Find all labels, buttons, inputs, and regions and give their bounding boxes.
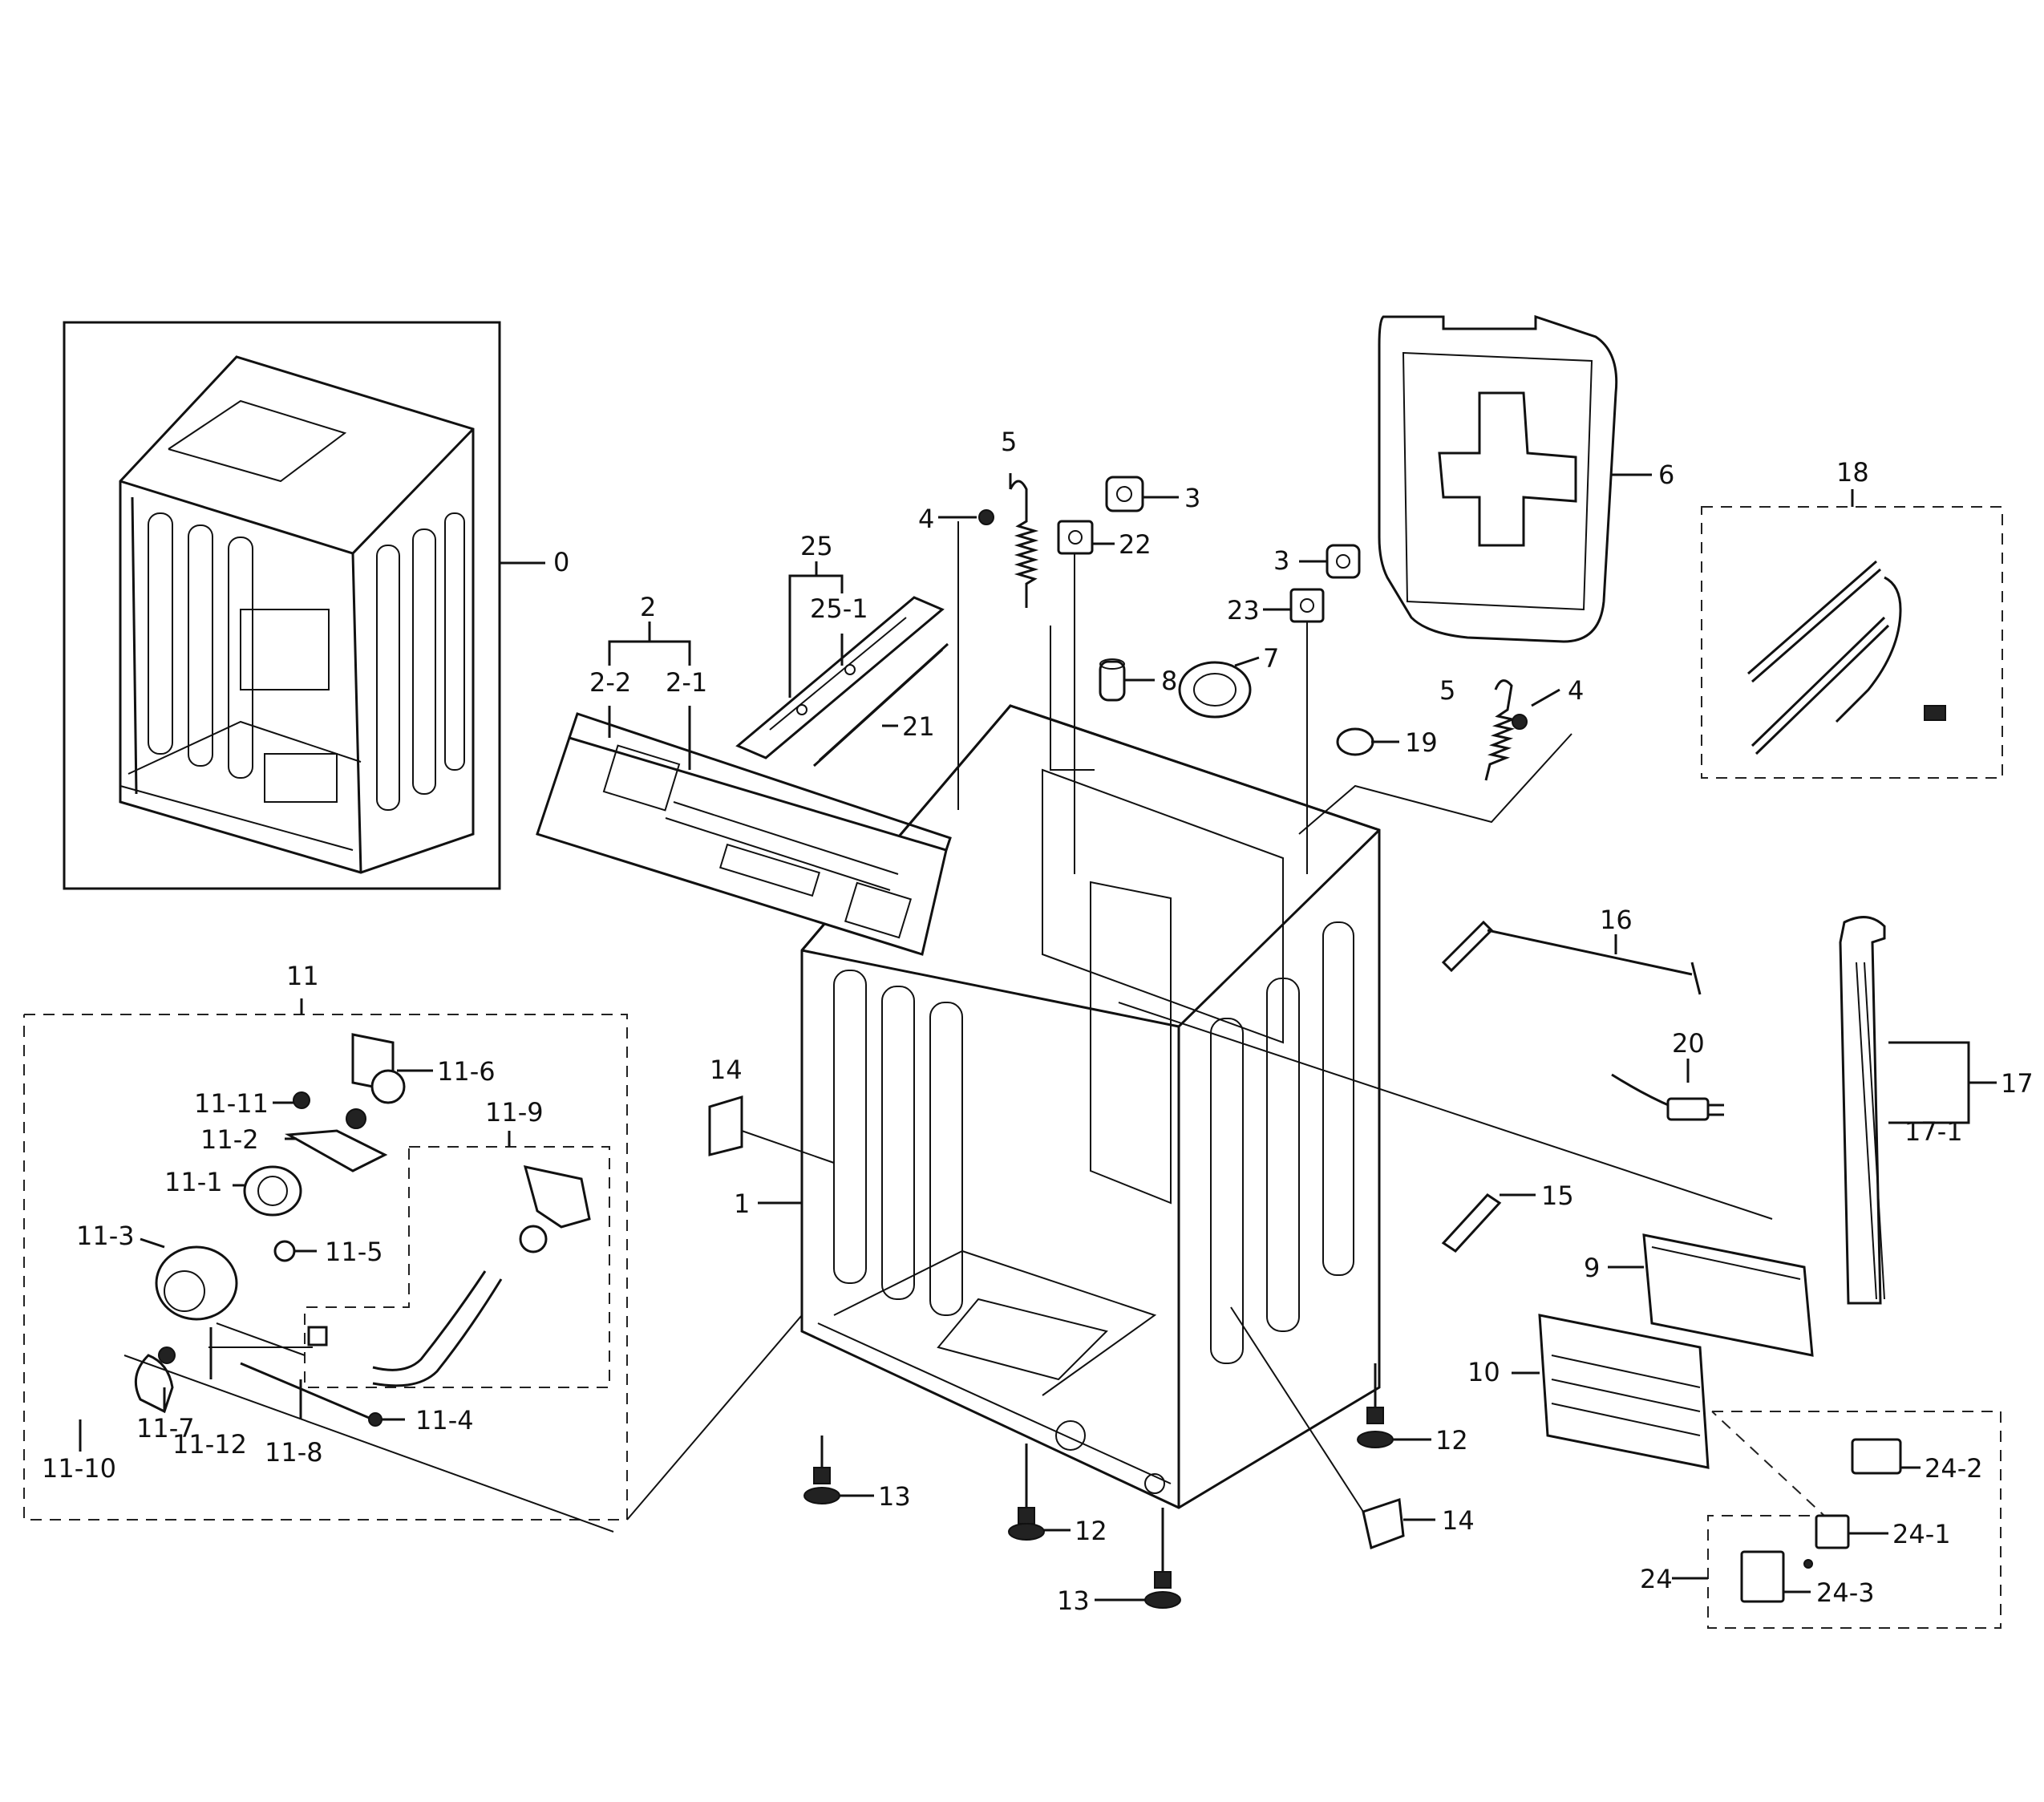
label-0: 0 [553, 547, 569, 577]
damper-4b [1512, 714, 1528, 730]
panel-9 [1642, 1233, 1814, 1357]
label-24-1: 24-1 [1892, 1519, 1951, 1549]
label-3a: 3 [1184, 483, 1200, 513]
label-15: 15 [1541, 1180, 1574, 1211]
handle-14a [708, 1095, 743, 1156]
spring-left [1009, 480, 1039, 608]
sensor-15 [1441, 1193, 1502, 1253]
label-11-2: 11-2 [200, 1124, 259, 1155]
bracket-3a [1105, 476, 1144, 512]
damper-rod-16 [1441, 920, 1702, 995]
label-4b: 4 [1568, 675, 1584, 706]
foot-12a [1008, 1507, 1045, 1541]
control-panel-frame [536, 712, 952, 956]
label-11-10: 11-10 [42, 1453, 116, 1484]
label-21: 21 [902, 711, 935, 742]
switch-parts [1740, 1438, 1902, 1603]
drain-hose-parts [307, 1165, 591, 1387]
assembled-cabinet-drawing [119, 355, 475, 874]
top-bracket [735, 596, 945, 759]
label-20: 20 [1672, 1028, 1705, 1059]
label-11-7: 11-7 [136, 1413, 195, 1444]
label-14a: 14 [710, 1055, 743, 1085]
bracket-22 [1057, 520, 1094, 555]
label-6: 6 [1658, 460, 1674, 490]
bracket-3b [1326, 544, 1361, 579]
spring-right [1484, 679, 1517, 781]
tub-cover [1378, 314, 1618, 643]
label-23: 23 [1227, 595, 1260, 626]
label-7: 7 [1263, 643, 1279, 674]
label-3b: 3 [1273, 545, 1289, 576]
label-11: 11 [286, 961, 319, 991]
foot-13b [1144, 1571, 1181, 1609]
drain-hose-17 [1839, 916, 1886, 1305]
label-13b: 13 [1057, 1585, 1090, 1616]
label-11-4: 11-4 [415, 1405, 474, 1436]
bracket-17 [1888, 1041, 1970, 1124]
wire-harness [1747, 560, 1946, 755]
label-2: 2 [640, 592, 656, 622]
label-14b: 14 [1442, 1505, 1475, 1536]
label-11-5: 11-5 [325, 1237, 383, 1267]
harness-group-frame [1701, 506, 2003, 779]
label-24: 24 [1640, 1564, 1673, 1594]
bracket-23 [1289, 588, 1325, 623]
label-2-1: 2-1 [666, 667, 707, 698]
label-19: 19 [1405, 727, 1438, 758]
label-11-11: 11-11 [194, 1088, 269, 1119]
label-9: 9 [1584, 1253, 1600, 1283]
label-24-2: 24-2 [1925, 1453, 1983, 1484]
label-12b: 12 [1435, 1425, 1468, 1456]
label-18: 18 [1836, 457, 1869, 488]
bracket-25 [788, 574, 844, 593]
grommet-8 [1099, 658, 1126, 702]
label-24-3: 24-3 [1816, 1577, 1875, 1608]
label-17-1: 17-1 [1904, 1116, 1963, 1147]
hose-subgroup-frame [304, 1146, 610, 1388]
label-11-8: 11-8 [265, 1437, 323, 1468]
label-1: 1 [734, 1189, 750, 1219]
label-12a: 12 [1075, 1516, 1107, 1546]
label-5a: 5 [1001, 427, 1017, 457]
cap-19 [1336, 727, 1374, 756]
label-16: 16 [1600, 905, 1633, 935]
label-11-12: 11-12 [172, 1429, 247, 1460]
pump-group-frame [23, 1014, 628, 1521]
label-25: 25 [800, 531, 833, 561]
pump-parts [123, 1033, 614, 1533]
label-10: 10 [1467, 1357, 1500, 1387]
cabinet-frame [800, 704, 1381, 1509]
label-2-2: 2-2 [589, 667, 631, 698]
label-17: 17 [2001, 1068, 2034, 1099]
handle-14b [1362, 1497, 1405, 1550]
label-11-3: 11-3 [76, 1221, 135, 1251]
label-11-9: 11-9 [485, 1097, 544, 1128]
label-22: 22 [1119, 529, 1152, 560]
label-25-1: 25-1 [810, 593, 868, 624]
label-13a: 13 [878, 1481, 911, 1512]
ring-7 [1178, 661, 1252, 719]
label-11-6: 11-6 [437, 1056, 496, 1087]
assembly-inset-frame [63, 321, 501, 890]
foot-13a [803, 1467, 840, 1504]
label-8: 8 [1161, 666, 1177, 696]
foot-12b [1357, 1407, 1394, 1448]
bracket-2 [608, 640, 691, 666]
damper-4a [978, 509, 994, 525]
label-11-1: 11-1 [164, 1167, 223, 1197]
label-5b: 5 [1439, 675, 1455, 706]
panel-10 [1538, 1314, 1710, 1469]
power-plug-20 [1611, 1073, 1724, 1121]
label-4a: 4 [918, 504, 934, 534]
